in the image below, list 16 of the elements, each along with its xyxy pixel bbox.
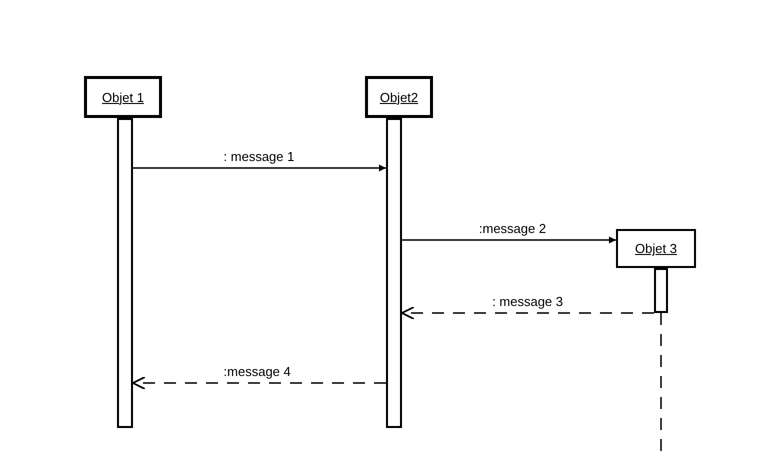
message-label: : message 1 [222,149,296,164]
activation-bar [117,118,133,428]
message-label: :message 4 [222,364,293,379]
activation-bar [654,268,668,313]
object-box [365,76,433,118]
message-arrow [133,164,386,172]
object-name: Objet2 [380,90,418,104]
object-name: Objet 1 [102,90,144,104]
object-box [84,76,162,118]
return-message-arrow [401,306,654,320]
message-arrow [402,236,616,244]
object-box [616,229,696,268]
return-message-arrow [132,376,386,390]
object-name: Objet 3 [635,241,677,256]
activation-bar [386,118,402,428]
message-label: : message 3 [490,294,566,309]
